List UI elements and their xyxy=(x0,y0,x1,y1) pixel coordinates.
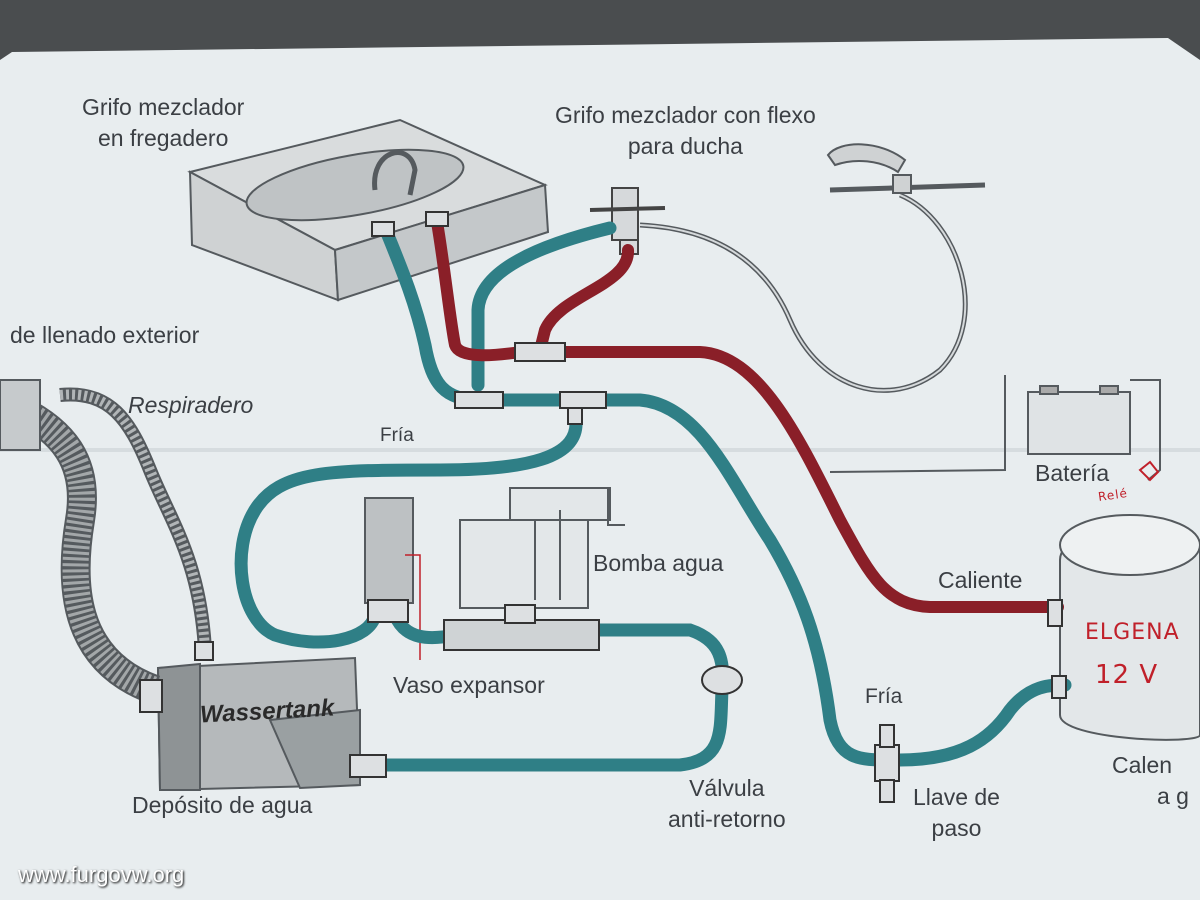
water-tank-label: Depósito de agua xyxy=(132,792,313,818)
battery xyxy=(1027,385,1131,455)
vent-label: Respiradero xyxy=(128,392,254,418)
fill-inlet-label: de llenado exterior xyxy=(10,322,200,348)
fill-inlet-cap xyxy=(0,379,41,451)
heater-brand-handwriting: ELGENA xyxy=(1085,620,1180,645)
watermark: www.furgovw.org xyxy=(18,862,185,887)
pump-label: Bomba agua xyxy=(593,550,724,576)
hot-pipes xyxy=(431,216,1064,613)
sink-mixer-label-line2: en fregadero xyxy=(97,125,229,152)
sink-mixer-label-line1: Grifo mezclador xyxy=(82,94,245,120)
heater-label-line1: Calen xyxy=(1112,752,1173,778)
paper-fold xyxy=(0,448,1200,452)
cold-top-label: Fría xyxy=(380,425,414,446)
stop-valve-label: Llave de paso xyxy=(913,782,1000,844)
shower-head xyxy=(826,143,986,194)
relay-mark xyxy=(1138,460,1160,482)
heater-label: Calen a g xyxy=(1112,750,1200,812)
cold-bottom-label: Fría xyxy=(865,685,903,708)
shower-mixer-label-line2: para ducha xyxy=(627,133,743,160)
expansion-vessel xyxy=(364,497,414,604)
shower-mixer-label-line1: Grifo mezclador con flexo xyxy=(555,102,816,128)
vent-hose xyxy=(59,387,212,651)
stop-valve-label-line2: paso xyxy=(931,815,982,842)
water-tank xyxy=(156,656,362,792)
check-valve-label: Válvula anti-retorno xyxy=(668,773,786,835)
water-heater xyxy=(1059,514,1200,741)
pipe-fittings xyxy=(139,211,1067,803)
expansion-vessel-label: Vaso expansor xyxy=(393,672,545,698)
heater-label-line2: a g xyxy=(1157,783,1189,810)
hot-label: Caliente xyxy=(938,567,1023,593)
water-pump xyxy=(459,487,625,609)
fill-inlet-hose xyxy=(13,396,161,705)
check-valve-label-line2: anti-retorno xyxy=(668,806,786,833)
shower-mixer-valve xyxy=(589,187,666,255)
check-valve-label-line1: Válvula xyxy=(689,775,765,801)
stop-valve-label-line1: Llave de xyxy=(913,784,1000,810)
shower-mixer-label: Grifo mezclador con flexo para ducha xyxy=(555,100,816,162)
heater-voltage-handwriting: 12 V xyxy=(1095,660,1159,690)
sink-mixer-label: Grifo mezclador en fregadero xyxy=(82,92,244,154)
battery-label: Batería xyxy=(1035,460,1110,486)
